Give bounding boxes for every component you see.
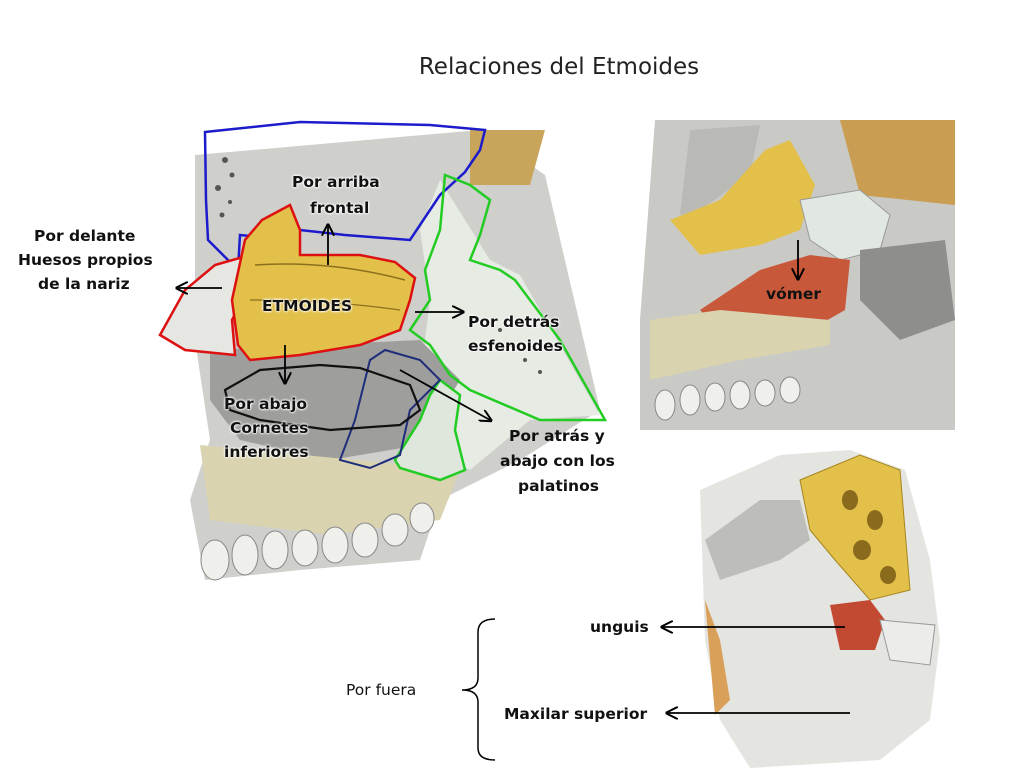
- abajo-label-line2: Cornetes: [230, 419, 309, 437]
- cornetes-outline: [223, 363, 422, 432]
- main-skull-figure: [158, 120, 608, 581]
- atras-abajo-label-line2: abajo con los: [500, 452, 615, 470]
- orbit-figure: [663, 450, 940, 768]
- etmoides-right: [670, 140, 815, 255]
- unguis-bone: [830, 600, 885, 650]
- delante-label-line3: de la nariz: [38, 275, 130, 293]
- palatino-outline: [393, 378, 467, 482]
- detras-label-line2: esfenoides: [468, 337, 563, 355]
- arriba-label-line2: frontal: [310, 199, 370, 217]
- maxilar-label: Maxilar superior: [504, 705, 648, 723]
- delante-label-line1: Por delante: [34, 227, 136, 245]
- unguis-label: unguis: [590, 618, 649, 636]
- etmoides-lower: [799, 454, 911, 601]
- arriba-label-line1: Por arriba: [292, 173, 380, 191]
- por-fuera-label: Por fuera: [346, 681, 417, 699]
- esfenoides-outline: [408, 173, 608, 422]
- vomer-label: vómer: [766, 285, 822, 303]
- delante-label-line2: Huesos propios: [18, 251, 153, 269]
- abajo-label-line3: inferiores: [224, 443, 309, 461]
- etmoides-label: ETMOIDES: [262, 297, 353, 315]
- brace-icon: [461, 618, 496, 761]
- detras-label-line1: Por detrás: [468, 313, 560, 331]
- vomer-bone: [700, 255, 850, 330]
- abajo-label-line1: Por abajo: [224, 395, 308, 413]
- atras-abajo-label-line3: palatinos: [518, 477, 599, 495]
- page-title: Relaciones del Etmoides: [418, 54, 700, 80]
- etmoides-region: [230, 203, 417, 362]
- frontal-outline: [203, 120, 487, 273]
- atras-abajo-label-line1: Por atrás y: [509, 427, 605, 445]
- vomer-figure: [640, 120, 955, 430]
